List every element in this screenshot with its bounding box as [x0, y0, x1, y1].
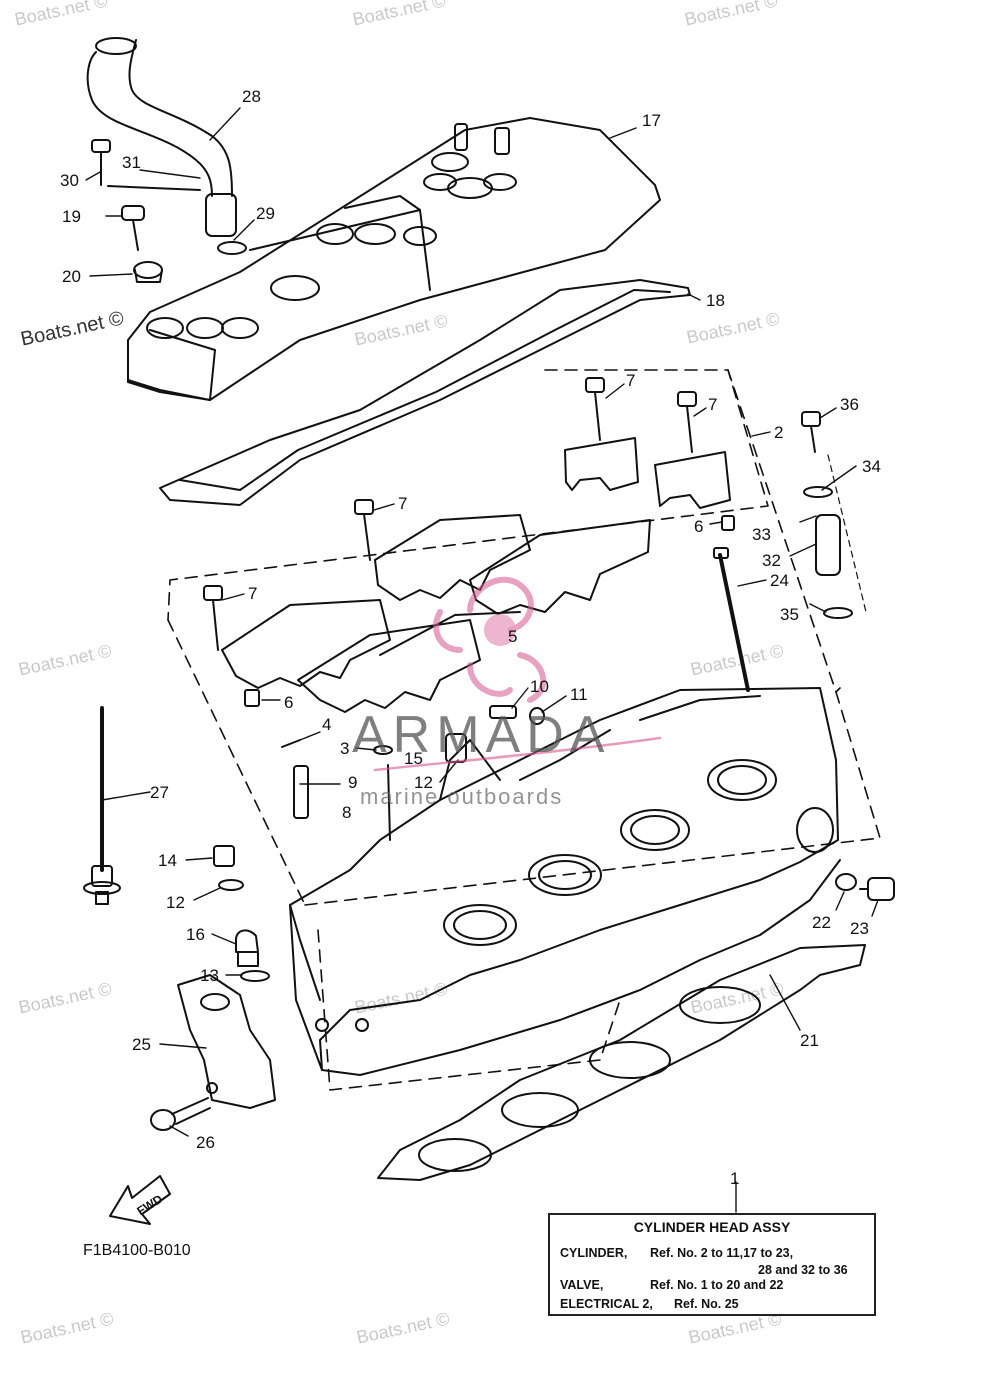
callout-29: 29 — [256, 204, 275, 223]
callout-12: 12 — [166, 893, 185, 912]
sensor — [803, 454, 867, 619]
armada-logo-mark — [433, 576, 547, 703]
breather-hose — [86, 37, 247, 255]
callout-15: 15 — [404, 749, 423, 768]
armada-logo-subtitle: marine outboards — [360, 784, 564, 809]
callout-16: 16 — [186, 925, 205, 944]
legend-row-label: ELECTRICAL 2, — [560, 1297, 653, 1311]
bracket — [177, 974, 276, 1109]
cylinder-head — [289, 687, 841, 1076]
callout-13: 13 — [200, 966, 219, 985]
callout-28: 28 — [242, 87, 261, 106]
callout-11: 11 — [570, 685, 588, 704]
head-cover-gasket — [159, 279, 691, 506]
callout-7: 7 — [398, 494, 408, 513]
callout-33: 33 — [752, 525, 771, 544]
callout-23: 23 — [850, 919, 869, 938]
callout-17: 17 — [642, 111, 661, 130]
callout-6: 6 — [694, 517, 704, 536]
assembly-boundaries — [167, 369, 881, 1091]
callout-9: 9 — [348, 773, 358, 792]
callout-7: 7 — [626, 371, 636, 390]
legend-row-label: VALVE, — [560, 1278, 604, 1292]
legend-row-refs: 28 and 32 to 36 — [758, 1263, 848, 1277]
callout-10: 10 — [530, 677, 549, 696]
callout-7: 7 — [708, 395, 718, 414]
callout-12: 12 — [414, 773, 433, 792]
callout-18: 18 — [706, 291, 725, 310]
cap-bolts — [203, 377, 821, 692]
callout-6: 6 — [284, 693, 294, 712]
callout-26: 26 — [196, 1133, 215, 1152]
armada-swoosh — [373, 736, 662, 772]
leader-lines — [85, 107, 879, 1213]
legend-row-refs: Ref. No. 1 to 20 and 22 — [650, 1278, 784, 1292]
callout-2: 2 — [774, 423, 784, 442]
callout-22: 22 — [812, 913, 831, 932]
legend-row-label: CYLINDER, — [560, 1246, 628, 1260]
fwd-arrow-icon — [109, 1175, 171, 1225]
callout-31: 31 — [122, 153, 141, 172]
callout-30: 30 — [60, 171, 79, 190]
armada-logo-word: ARMADA — [352, 706, 611, 764]
legend-title: CYLINDER HEAD ASSY — [633, 1219, 791, 1235]
callout-3: 3 — [340, 739, 350, 758]
gauge-rod — [83, 706, 121, 905]
callout-8: 8 — [342, 803, 352, 822]
callout-4: 4 — [322, 715, 332, 734]
callout-21: 21 — [800, 1031, 819, 1050]
camshaft-caps — [221, 437, 731, 713]
callout-36: 36 — [840, 395, 859, 414]
cylinder-head-gasket — [377, 944, 866, 1181]
legend-row-refs: Ref. No. 25 — [674, 1297, 739, 1311]
callout-32: 32 — [762, 551, 781, 570]
bracket-bolt — [150, 1097, 211, 1131]
legend-box: CYLINDER HEAD ASSY CYLINDER, Ref. No. 2 … — [548, 1213, 876, 1316]
bolts-upper — [91, 139, 201, 283]
callout-25: 25 — [132, 1035, 151, 1054]
callout-27: 27 — [150, 783, 169, 802]
drain-plug — [835, 873, 895, 901]
callout-1: 1 — [730, 1169, 740, 1188]
figure-code: F1B4100-B010 — [83, 1242, 191, 1259]
head-cover — [127, 117, 661, 401]
callout-14: 14 — [158, 851, 177, 870]
callout-34: 34 — [862, 457, 881, 476]
callout-7: 7 — [248, 584, 258, 603]
callout-20: 20 — [62, 267, 81, 286]
callout-35: 35 — [780, 605, 799, 624]
callout-24: 24 — [770, 571, 789, 590]
callout-19: 19 — [62, 207, 81, 226]
callout-5: 5 — [508, 627, 518, 646]
legend-row-refs: Ref. No. 2 to 11,17 to 23, — [650, 1246, 794, 1260]
